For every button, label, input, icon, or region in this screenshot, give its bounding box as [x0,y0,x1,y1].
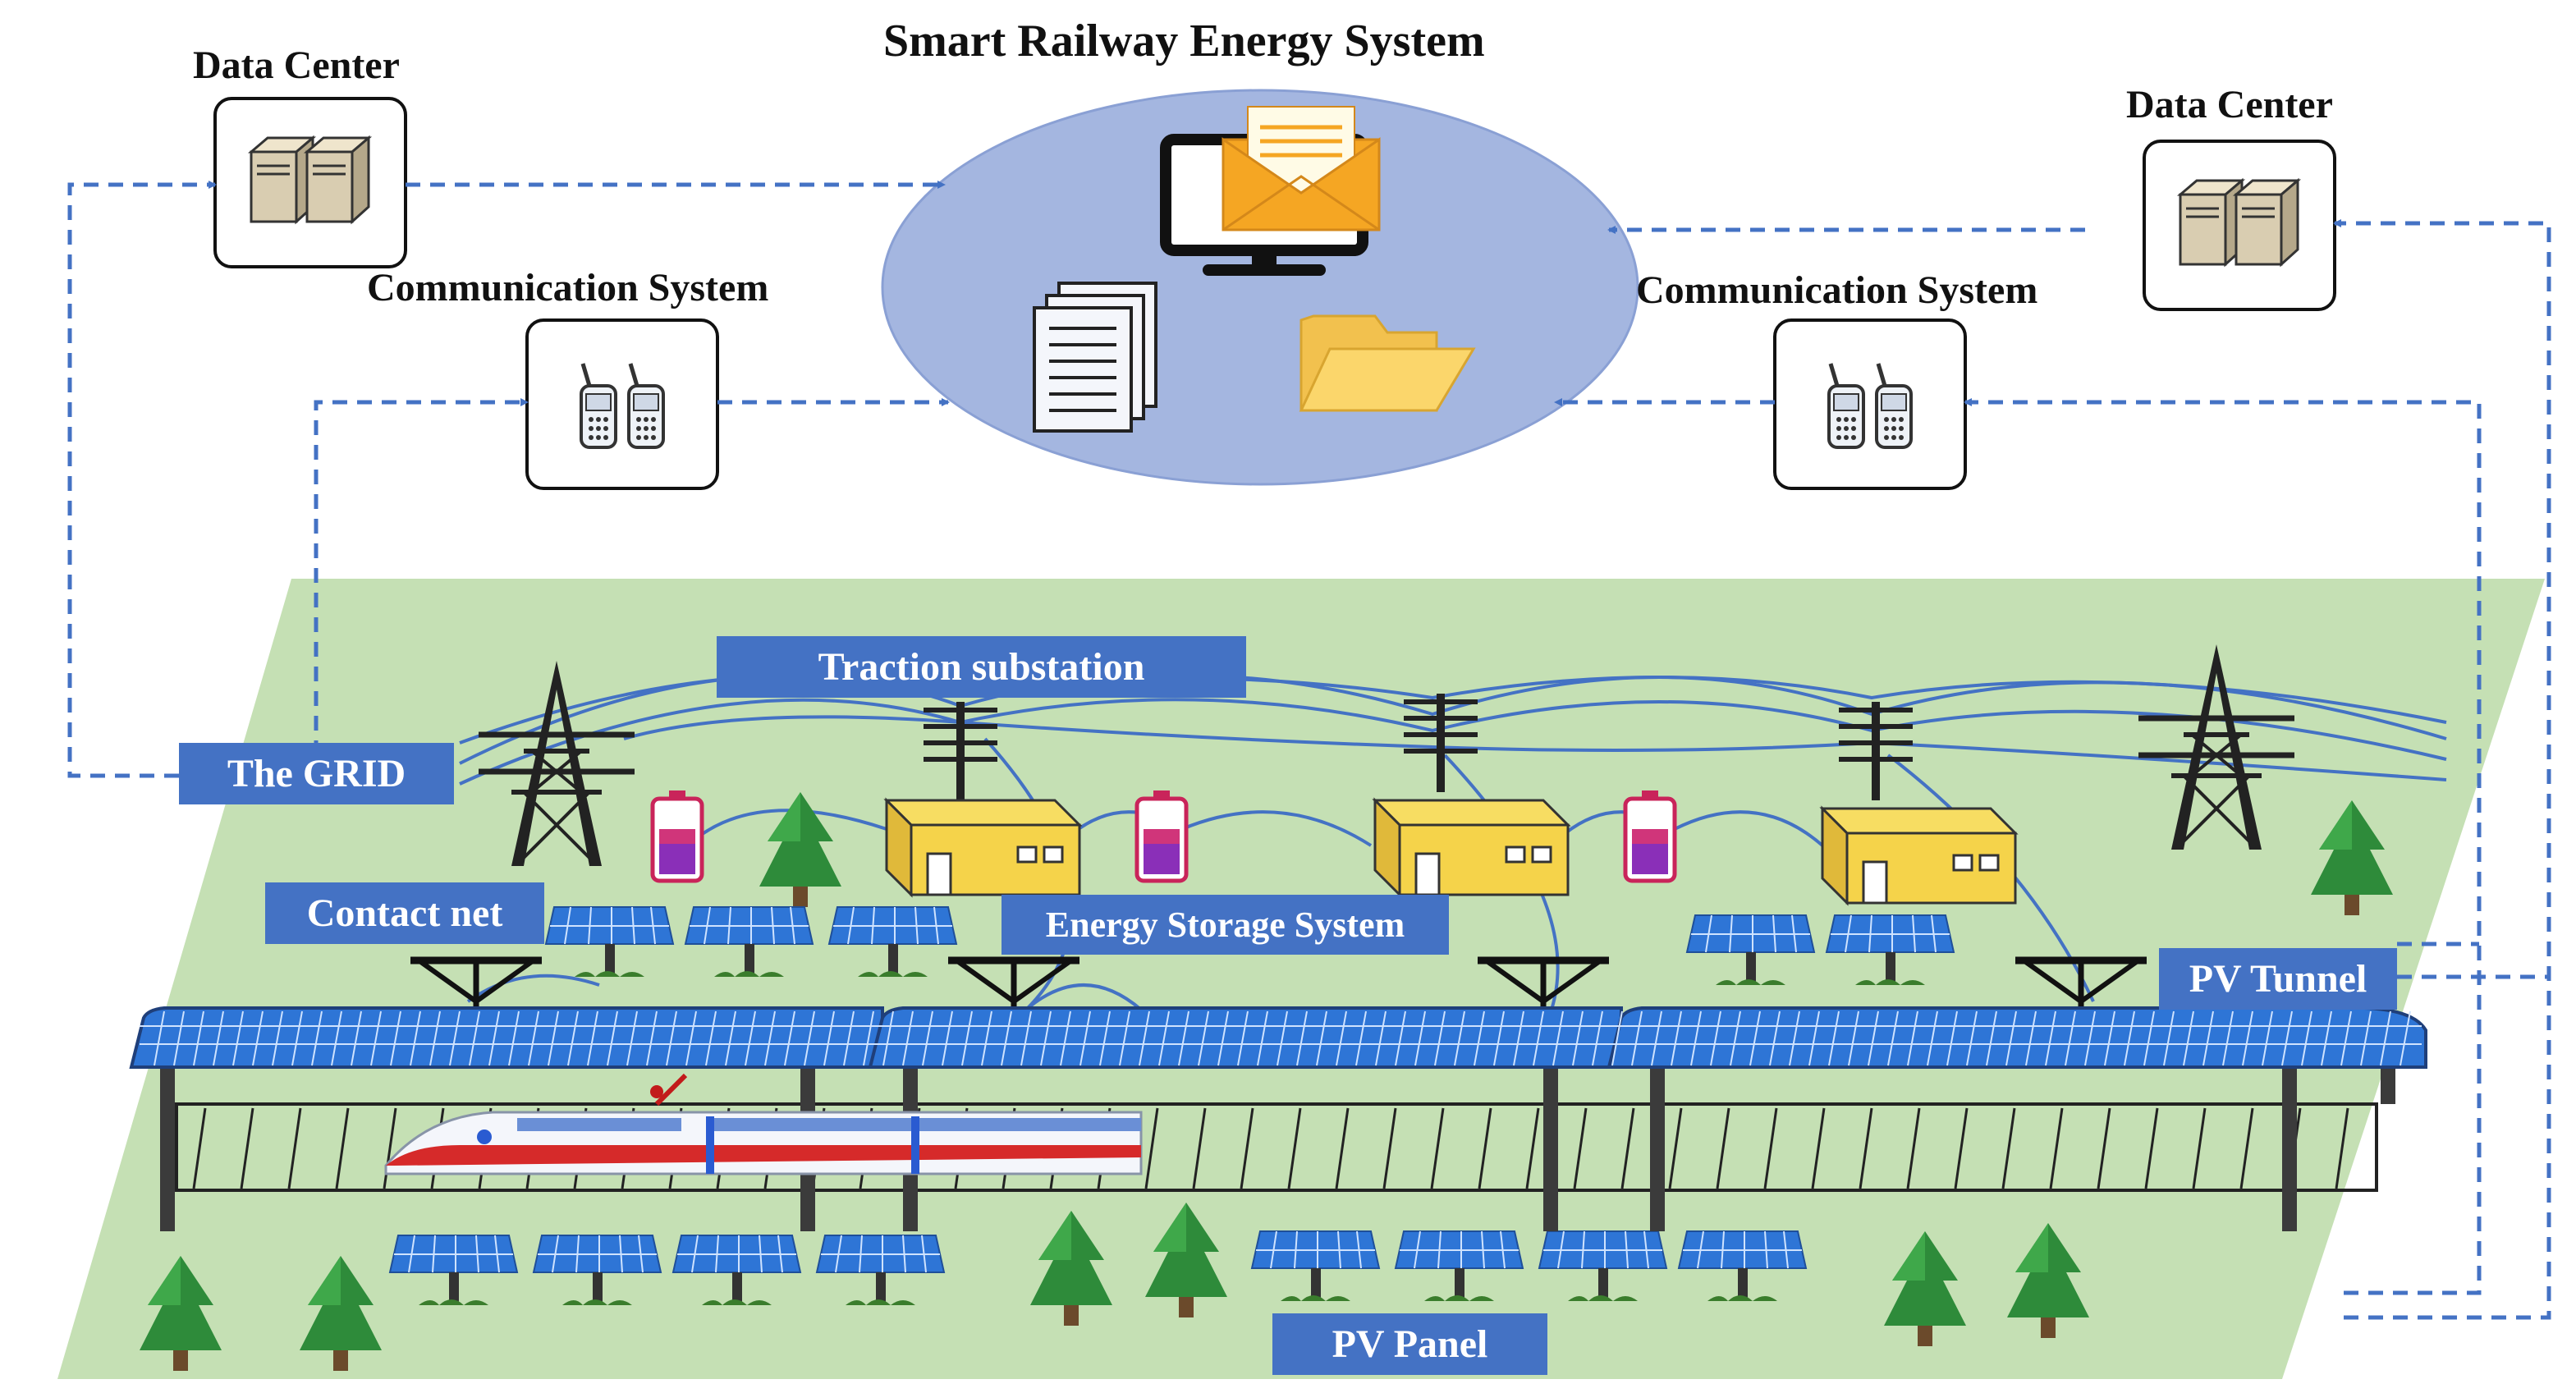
comm-left-box [525,318,719,490]
arrow-pv-to-comm-right [1964,398,2482,1295]
pv-panel-label: PV Panel [1272,1313,1547,1375]
arrow-grid-to-dc-left [67,181,217,778]
email-icon [1222,106,1381,231]
contact-net-label: Contact net [265,882,544,944]
grid-label: The GRID [179,743,454,804]
pv-tunnel [129,1006,2427,1231]
comm-right-label: Communication System [1636,268,2038,312]
energy-storage-label: Energy Storage System [1002,895,1449,955]
battery-icon [1625,790,1675,881]
battery-icon [653,790,702,881]
ground-plane [57,579,2545,1379]
arrow-pv-to-dc-right [2333,219,2551,1320]
comm-left-label: Communication System [367,266,769,309]
folder-icon [1299,314,1476,412]
data-center-right-label: Data Center [2126,83,2333,126]
substation-building-icon [1373,799,1570,896]
comm-right-box [1773,318,1967,490]
documents-icon [1033,282,1157,433]
battery-icon [1137,790,1186,881]
traction-substation-label: Traction substation [717,636,1246,698]
pv-tunnel-label: PV Tunnel [2159,948,2397,1010]
server-icon [2179,179,2299,266]
arrow-grid-to-comm-left [314,398,529,755]
train-icon [384,1073,1143,1175]
substation-building-icon [1821,807,2017,905]
server-icon [250,136,370,223]
diagram-title: Smart Railway Energy System [883,16,1485,66]
data-center-left-label: Data Center [193,44,400,87]
substation-building-icon [885,799,1081,896]
